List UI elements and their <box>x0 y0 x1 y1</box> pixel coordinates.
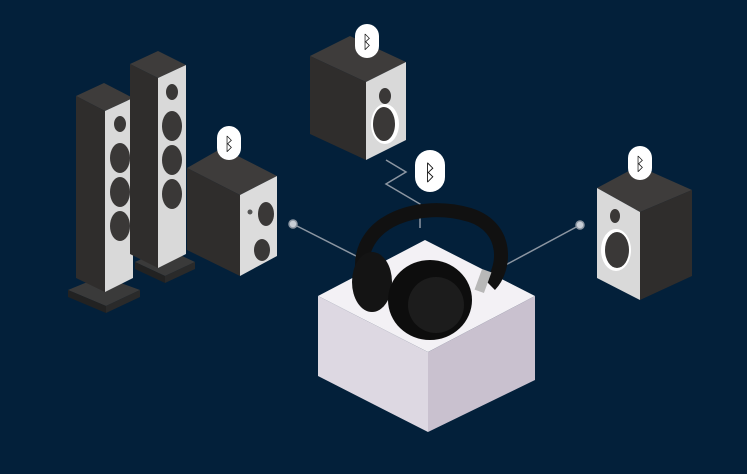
wire-node-left <box>288 219 298 229</box>
bluetooth-icon: ᛒ <box>635 154 646 175</box>
headphones <box>352 203 508 340</box>
bookshelf-speaker-right <box>597 166 692 300</box>
bluetooth-icon: ᛒ <box>423 161 436 186</box>
wire-left <box>292 223 361 259</box>
bluetooth-badge-left: ᛒ <box>217 126 241 160</box>
connection-wires <box>288 159 585 269</box>
tower-speaker-left <box>68 83 140 313</box>
bluetooth-icon: ᛒ <box>362 32 373 53</box>
wire-node-right <box>575 220 585 230</box>
bluetooth-icon: ᛒ <box>224 134 235 155</box>
bluetooth-badge-center: ᛒ <box>415 150 445 192</box>
bluetooth-badge-right: ᛒ <box>628 146 652 180</box>
tower-speaker-right <box>130 51 195 283</box>
bookshelf-speaker-left <box>187 148 277 276</box>
wire-right <box>499 224 581 269</box>
bookshelf-speaker-top <box>310 36 406 160</box>
bluetooth-badge-top: ᛒ <box>355 24 379 58</box>
